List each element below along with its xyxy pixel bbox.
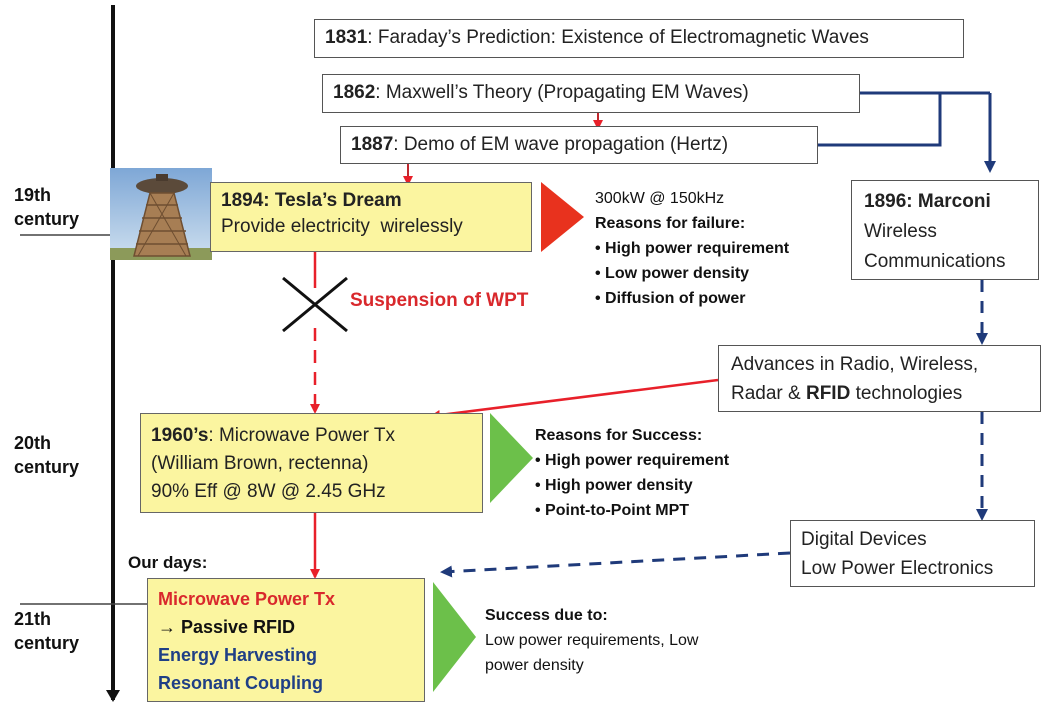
digital-line1: Digital Devices — [801, 529, 927, 550]
tesla-notes-item: • High power requirement — [595, 240, 790, 257]
century-19-label: 19th century — [14, 185, 80, 229]
brown-notes-item: • Point-to-Point MPT — [535, 502, 690, 519]
digital-line2: Low Power Electronics — [801, 558, 994, 579]
faraday-box: 1831: Faraday’s Prediction: Existence of… — [314, 19, 964, 58]
maxwell-year: 1862 — [333, 82, 376, 103]
digital-box: Digital Devices Low Power Electronics — [790, 520, 1035, 587]
modern-line3: Energy Harvesting — [158, 645, 318, 665]
tesla-notes-item: • Diffusion of power — [595, 290, 746, 307]
tesla-title-text: : Tesla’s Dream — [263, 190, 402, 211]
marconi-box: 1896: Marconi Wireless Communications — [851, 180, 1039, 280]
tesla-subtitle: Provide electricity wirelessly — [221, 216, 463, 237]
modern-triangle — [433, 582, 476, 692]
right-arrow-icon: → — [158, 617, 176, 637]
advances-box: Advances in Radio, Wireless, Radar & RFI… — [718, 345, 1041, 412]
century-21-label: 21th century — [14, 609, 80, 653]
century-20-label: 20th century — [14, 433, 80, 477]
brown-notes: Reasons for Success: • High power requir… — [535, 423, 729, 523]
modern-notes: Success due to: Low power requirements, … — [485, 603, 698, 678]
modern-passive-rfid: Passive RFID — [176, 617, 296, 637]
faraday-year: 1831 — [325, 27, 368, 48]
brown-line2: (William Brown, rectenna) — [151, 453, 369, 474]
brown-title-text: : Microwave Power Tx — [208, 425, 395, 446]
tesla-title: 1894: Tesla’s Dream — [221, 188, 521, 214]
faraday-text: : Faraday’s Prediction: Existence of Ele… — [367, 27, 869, 48]
brown-notes-item: • High power requirement — [535, 452, 730, 469]
advances-rfid: RFID — [805, 383, 851, 404]
brown-title: 1960’s: Microwave Power Tx — [151, 422, 472, 450]
tesla-notes-spec: 300kW @ 150kHz — [595, 190, 725, 207]
maxwell-box: 1862: Maxwell’s Theory (Propagating EM W… — [322, 74, 860, 113]
tesla-notes: 300kW @ 150kHz Reasons for failure: • Hi… — [595, 186, 789, 311]
maxwell-text: : Maxwell’s Theory (Propagating EM Waves… — [375, 82, 749, 103]
century-19: 19th century — [14, 183, 79, 231]
modern-line1: Microwave Power Tx — [158, 589, 336, 609]
brown-box: 1960’s: Microwave Power Tx (William Brow… — [140, 413, 483, 513]
advances-line2-post: technologies — [850, 383, 963, 404]
hertz-year: 1887 — [351, 134, 394, 155]
tesla-box: 1894: Tesla’s Dream Provide electricity … — [210, 182, 532, 252]
modern-notes-body: Low power requirements, Low power densit… — [485, 632, 699, 674]
hertz-text: : Demo of EM wave propagation (Hertz) — [393, 134, 729, 155]
wardenclyffe-tower-photo — [110, 168, 212, 260]
advances-line1: Advances in Radio, Wireless, — [731, 354, 979, 375]
hertz-box: 1887: Demo of EM wave propagation (Hertz… — [340, 126, 818, 164]
suspension-label: Suspension of WPT — [350, 290, 529, 311]
brown-notes-item: • High power density — [535, 477, 693, 494]
tesla-notes-item: • Low power density — [595, 265, 750, 282]
tesla-triangle — [541, 182, 584, 252]
marconi-line2: Wireless — [864, 221, 937, 242]
century-21: 21th century — [14, 607, 79, 655]
century-20: 20th century — [14, 431, 79, 479]
tesla-year: 1894 — [221, 190, 264, 211]
our-days-label: Our days: — [128, 553, 208, 572]
tesla-notes-heading: Reasons for failure: — [595, 215, 746, 232]
brown-year: 1960’s — [151, 425, 209, 446]
brown-triangle — [490, 413, 533, 503]
x-mark-icon — [282, 276, 348, 333]
modern-box: Microwave Power Tx → Passive RFID Energy… — [147, 578, 425, 702]
marconi-line3: Communications — [864, 251, 1006, 272]
modern-line2: → Passive RFID — [158, 613, 414, 641]
modern-line4: Resonant Coupling — [158, 673, 323, 693]
advances-line2: Radar & RFID technologies — [731, 379, 1028, 408]
modern-notes-heading: Success due to: — [485, 607, 608, 624]
advances-line2-pre: Radar & — [731, 383, 806, 404]
brown-notes-heading: Reasons for Success: — [535, 427, 703, 444]
brown-line3: 90% Eff @ 8W @ 2.45 GHz — [151, 481, 386, 502]
marconi-title: 1896: Marconi — [864, 191, 991, 212]
